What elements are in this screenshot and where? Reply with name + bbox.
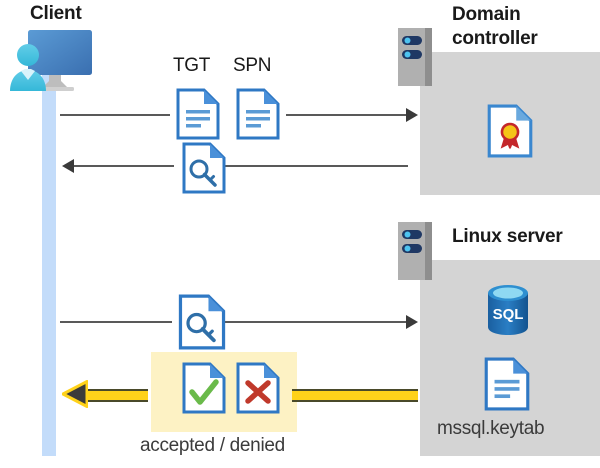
- flow-row1-line-right: [286, 114, 406, 116]
- accepted-denied-label: accepted / denied: [140, 435, 285, 456]
- client-lifeline: [42, 70, 56, 456]
- linux-server-icon: [398, 222, 432, 280]
- flow-row2-line-left: [74, 165, 174, 167]
- tgt-document-icon: [176, 88, 220, 145]
- flow-row3-arrowhead: [406, 315, 418, 329]
- denied-document-icon: [236, 362, 280, 419]
- flow-row3-line-left: [60, 321, 172, 323]
- certificate-icon: [487, 104, 533, 163]
- client-computer-icon: [6, 27, 98, 97]
- domain-controller-server-icon: [398, 28, 432, 86]
- spn-document-icon: [236, 88, 280, 145]
- keytab-filename-label: mssql.keytab: [437, 418, 545, 439]
- flow-row2-arrowhead: [62, 159, 74, 173]
- client-title: Client: [30, 3, 82, 24]
- sql-database-icon: SQL: [482, 282, 534, 343]
- spn-label: SPN: [233, 55, 272, 76]
- service-key-document-icon: [178, 294, 226, 355]
- flow-row1-line-left: [60, 114, 170, 116]
- domain-controller-title: Domain controller: [452, 4, 538, 49]
- flow-row1-arrowhead: [406, 108, 418, 122]
- flow-row4-line-left: [84, 389, 148, 402]
- svg-text:SQL: SQL: [493, 306, 524, 323]
- flow-row4-line-right: [292, 389, 418, 402]
- tgt-label: TGT: [173, 55, 211, 76]
- flow-row3-line-right: [224, 321, 406, 323]
- accepted-document-icon: [182, 362, 226, 419]
- keytab-document-icon: [484, 357, 530, 416]
- flow-row2-line-right: [222, 165, 408, 167]
- flow-row4-arrowhead: [61, 380, 89, 408]
- ticket-key-document-icon: [182, 142, 226, 199]
- linux-server-title: Linux server: [452, 226, 563, 247]
